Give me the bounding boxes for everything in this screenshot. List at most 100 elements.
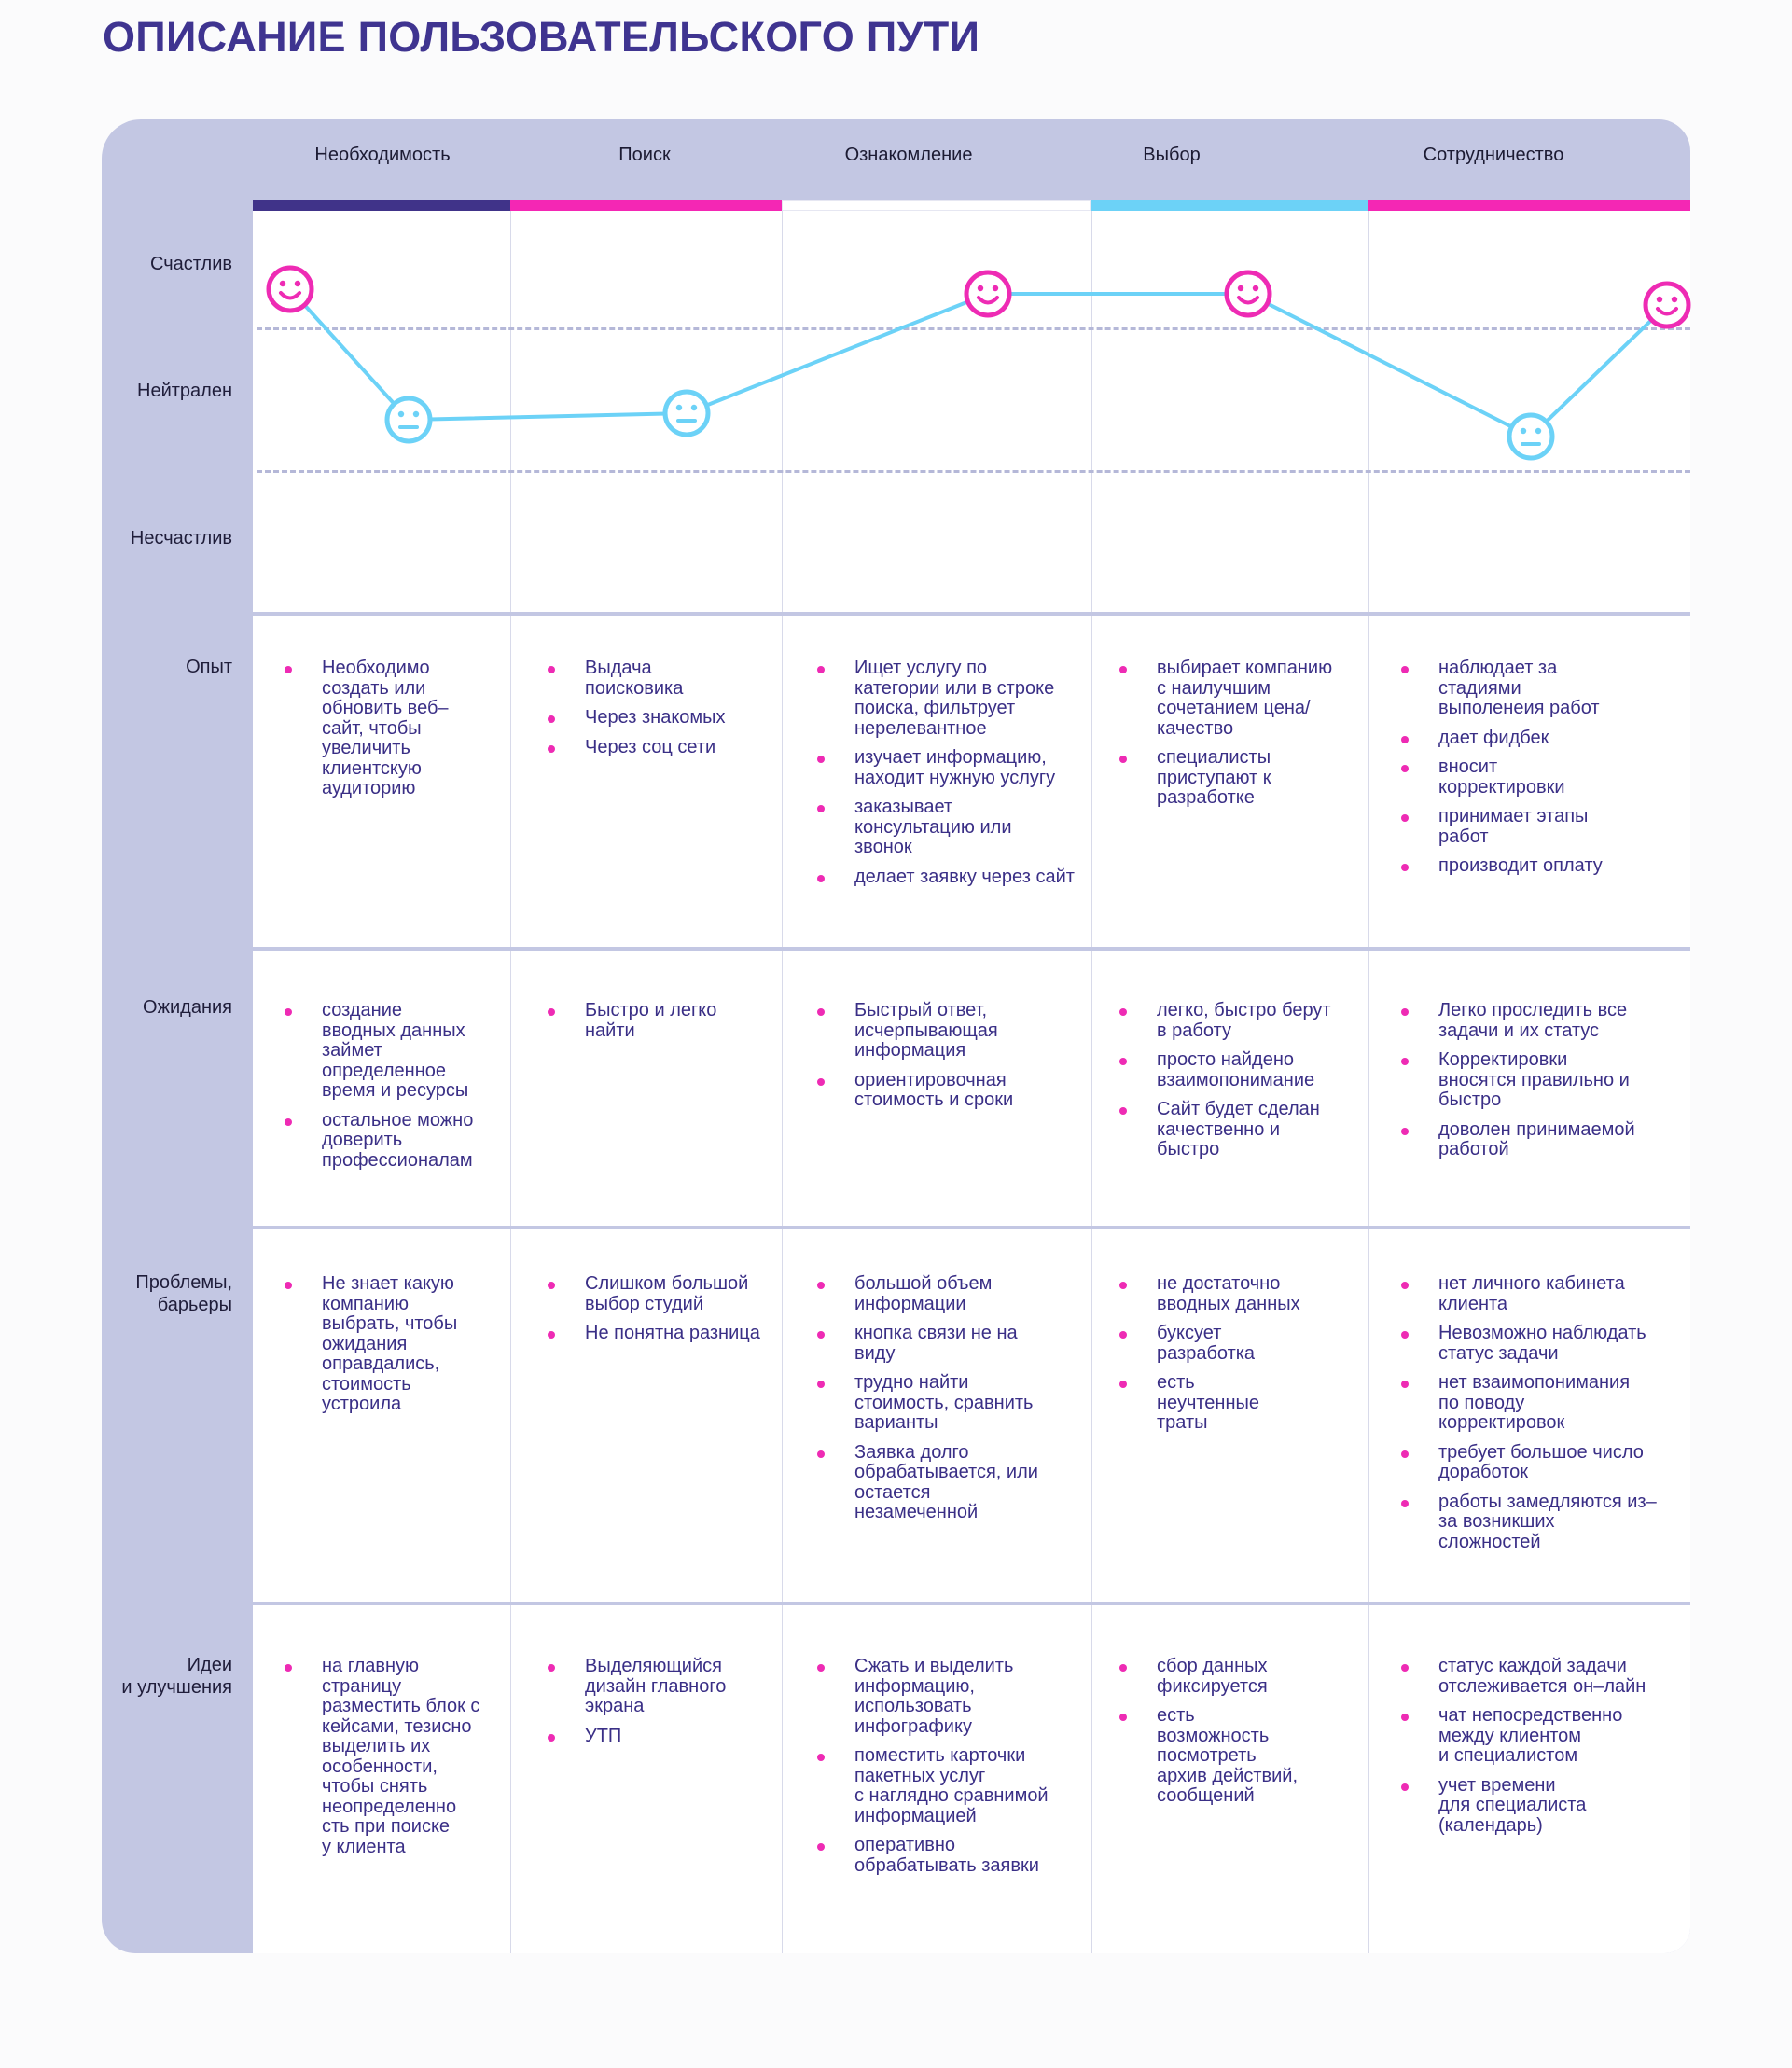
list-item: выбирает компанию с наилучшим сочетанием…: [1119, 658, 1362, 739]
list-item: Сжать и выделить информацию, использоват…: [817, 1656, 1088, 1737]
list-item: требует большое число доработок: [1401, 1442, 1681, 1483]
list-item: Корректировки вносятся правильно и быстр…: [1401, 1049, 1681, 1111]
list-item: Быстрый ответ, исчерпывающая информация: [817, 1000, 1088, 1062]
list-item: заказывает консультацию или звонок: [817, 797, 1088, 858]
stage-bar-choice: [1091, 200, 1368, 211]
stage-bar-need: [253, 200, 510, 211]
list-item: Необходимо создать или обновить веб– сай…: [285, 658, 499, 799]
cell-expectations-4: легко, быстро берут в работу просто найде…: [1119, 1000, 1362, 1170]
list-item: вносит корректировки: [1401, 756, 1681, 798]
list-item: на главную страницу разместить блок с ке…: [285, 1656, 499, 1857]
emotion-guide-upper: [257, 327, 1690, 330]
emotion-label-happy: Счастлив: [150, 254, 232, 274]
list-item: нет взаимопонимания по поводу корректиро…: [1401, 1372, 1681, 1434]
list-item: Выделяющийся дизайн главного экрана: [548, 1656, 771, 1717]
stage-bar-search: [510, 200, 782, 211]
list-item: учет времени для специалиста (календарь): [1401, 1775, 1681, 1837]
row-separator: [253, 1226, 1690, 1229]
row-separator: [253, 1602, 1690, 1605]
column-divider: [1091, 211, 1092, 1953]
list-item: изучает информацию, находит нужную услуг…: [817, 747, 1088, 788]
list-item: УТП: [548, 1726, 771, 1747]
emotion-label-unhappy: Несчастлив: [130, 528, 232, 548]
list-item: доволен принимаемой работой: [1401, 1119, 1681, 1160]
list-item: Легко проследить все задачи и их статус: [1401, 1000, 1681, 1041]
cell-problems-1: Не знает какую компанию выбрать, чтобы о…: [285, 1273, 499, 1424]
stage-header-cooperation: Сотрудничество: [1423, 145, 1564, 165]
list-item: Сайт будет сделан качественно и быстро: [1119, 1099, 1362, 1160]
list-item: делает заявку через сайт: [817, 867, 1088, 888]
stage-bar-cooperation: [1368, 200, 1690, 211]
column-divider: [782, 211, 783, 1953]
list-item: не достаточно вводных данных: [1119, 1273, 1362, 1314]
list-item: Через соц сети: [548, 737, 771, 758]
row-label-experience: Опыт: [186, 657, 232, 677]
cell-expectations-2: Быстро и легко найти: [548, 1000, 771, 1050]
list-item: есть возможность посмотреть архив действ…: [1119, 1705, 1362, 1807]
list-item: Выдача поисковика: [548, 658, 771, 699]
list-item: оперативно обрабатывать заявки: [817, 1835, 1088, 1876]
list-item: трудно найти стоимость, сравнить вариант…: [817, 1372, 1088, 1434]
list-item: Слишком большой выбор студий: [548, 1273, 771, 1314]
list-item: Быстро и легко найти: [548, 1000, 771, 1041]
cell-ideas-5: статус каждой задачи отслеживается он–ла…: [1401, 1656, 1681, 1845]
list-item: принимает этапы работ: [1401, 806, 1681, 847]
happy-face-icon: [964, 270, 1012, 318]
list-item: Не знает какую компанию выбрать, чтобы о…: [285, 1273, 499, 1415]
cell-experience-1: Необходимо создать или обновить веб– сай…: [285, 658, 499, 809]
list-item: нет личного кабинета клиента: [1401, 1273, 1681, 1314]
list-item: Через знакомых: [548, 707, 771, 729]
stage-bar-acquaintance: [782, 200, 1091, 211]
list-item: Заявка долго обрабатывается, или остаетс…: [817, 1442, 1088, 1523]
list-item: просто найдено взаимопонимание: [1119, 1049, 1362, 1090]
list-item: Невозможно наблюдать статус задачи: [1401, 1323, 1681, 1364]
list-item: статус каждой задачи отслеживается он–ла…: [1401, 1656, 1681, 1697]
stage-header-search: Поиск: [618, 145, 671, 165]
cell-experience-3: Ищет услугу по категории или в строке по…: [817, 658, 1088, 896]
happy-face-icon: [266, 265, 314, 313]
list-item: чат непосредственно между клиентом и спе…: [1401, 1705, 1681, 1767]
cell-problems-2: Слишком большой выбор студий Не понятна р…: [548, 1273, 771, 1353]
cell-experience-5: наблюдает за стадиями выполенеия работ да…: [1401, 658, 1681, 886]
list-item: есть неучтенные траты: [1119, 1372, 1362, 1434]
cell-expectations-3: Быстрый ответ, исчерпывающая информация о…: [817, 1000, 1088, 1120]
list-item: легко, быстро берут в работу: [1119, 1000, 1362, 1041]
list-item: большой объем информации: [817, 1273, 1088, 1314]
cell-problems-3: большой объем информации кнопка связи не …: [817, 1273, 1088, 1533]
stage-header-need: Необходимость: [314, 145, 451, 165]
stage-header-acquaintance: Ознакомление: [844, 145, 973, 165]
page-title: ОПИСАНИЕ ПОЛЬЗОВАТЕЛЬСКОГО ПУТИ: [103, 13, 980, 61]
list-item: создание вводных данных займет определен…: [285, 1000, 499, 1102]
column-divider: [1368, 211, 1369, 1953]
list-item: поместить карточки пакетных услуг с нагл…: [817, 1745, 1088, 1826]
stage-header-choice: Выбор: [1143, 145, 1201, 165]
list-item: наблюдает за стадиями выполенеия работ: [1401, 658, 1681, 719]
row-label-expectations: Ожидания: [143, 997, 232, 1018]
cell-experience-4: выбирает компанию с наилучшим сочетанием…: [1119, 658, 1362, 818]
list-item: Не понятна разница: [548, 1323, 771, 1344]
happy-face-icon: [1643, 281, 1691, 329]
list-item: производит оплату: [1401, 855, 1681, 877]
happy-face-icon: [1224, 270, 1272, 318]
list-item: остальное можно доверить профессионалам: [285, 1110, 499, 1172]
row-separator: [253, 947, 1690, 951]
cell-expectations-1: создание вводных данных займет определен…: [285, 1000, 499, 1180]
list-item: сбор данных фиксируется: [1119, 1656, 1362, 1697]
emotion-label-neutral: Нейтрален: [137, 381, 232, 401]
neutral-face-icon: [1507, 412, 1555, 461]
list-item: ориентировочная стоимость и сроки: [817, 1070, 1088, 1111]
list-item: дает фидбек: [1401, 728, 1681, 749]
list-item: специалисты приступают к разработке: [1119, 747, 1362, 809]
cell-ideas-1: на главную страницу разместить блок с ке…: [285, 1656, 499, 1867]
neutral-face-icon: [384, 396, 433, 444]
list-item: кнопка связи не на виду: [817, 1323, 1088, 1364]
row-label-ideas: Идеи и улучшения: [121, 1655, 232, 1698]
list-item: Ищет услугу по категории или в строке по…: [817, 658, 1088, 739]
list-item: работы замедляются из– за возникших слож…: [1401, 1492, 1681, 1553]
journey-content-panel: [253, 201, 1690, 1953]
